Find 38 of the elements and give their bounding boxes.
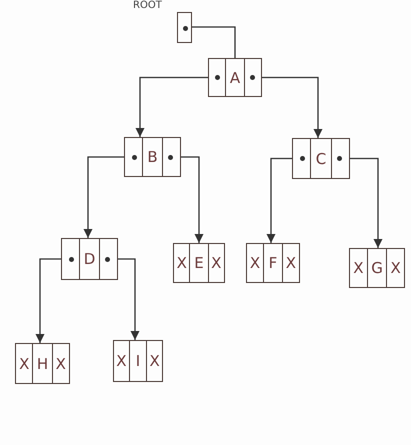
pointer-arrow (83, 156, 124, 238)
pointer-arrow (118, 258, 140, 340)
list-node (15, 343, 70, 384)
pointer-arrow (350, 158, 383, 248)
node-value: X (211, 254, 222, 272)
list-node (124, 137, 181, 177)
node-value: F (268, 254, 278, 272)
node-value: X (353, 259, 364, 277)
list-node (173, 243, 225, 283)
list-node (246, 243, 300, 283)
pointer-arrow (35, 258, 61, 343)
list-node (61, 238, 118, 280)
node-value: C (316, 150, 326, 168)
pointer-label: ROOT (133, 0, 162, 11)
node-value: A (230, 68, 240, 86)
node-value: E (194, 254, 204, 272)
list-node (208, 58, 262, 97)
node-value: X (116, 352, 127, 370)
node-value: X (390, 259, 401, 277)
node-value: X (176, 254, 187, 272)
node-value: X (250, 254, 260, 272)
node-value: I (136, 352, 140, 370)
pointer-arrow (266, 158, 292, 243)
node-value: B (147, 148, 158, 166)
node-value: D (84, 250, 96, 268)
node-value: X (149, 352, 160, 370)
pointer-arrow (135, 76, 208, 137)
node-value: X (286, 254, 296, 272)
pointer-arrow (262, 76, 323, 138)
list-node (113, 340, 163, 382)
list-node (349, 248, 405, 288)
node-value: X (19, 354, 30, 372)
pointer-box (177, 12, 192, 43)
node-value: G (371, 259, 383, 277)
node-value: H (36, 354, 48, 372)
pointer-arrow (181, 156, 204, 243)
list-node (292, 138, 350, 179)
node-value: X (56, 354, 66, 372)
